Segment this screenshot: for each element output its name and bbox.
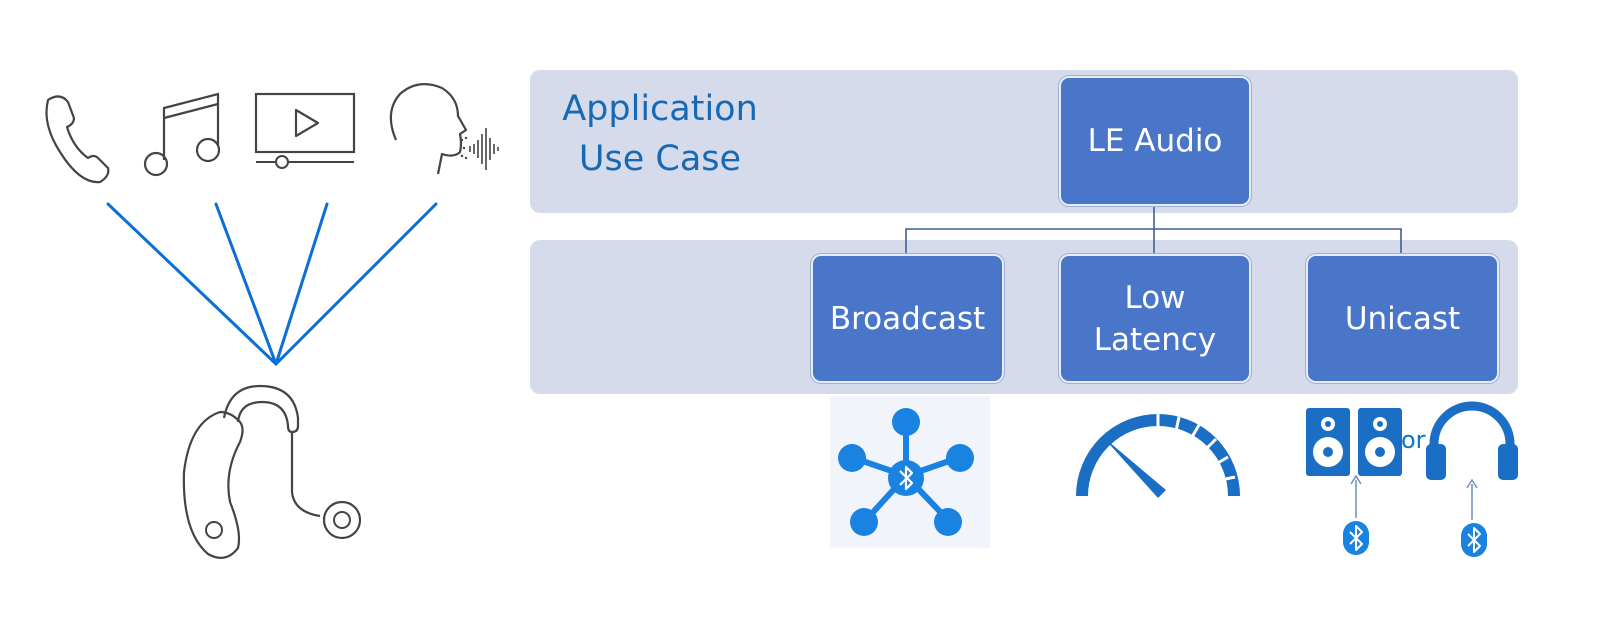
le-audio-box: LE Audio [1059, 76, 1251, 206]
speakers-icon [1306, 408, 1402, 476]
voice-connection-line [274, 202, 438, 366]
band-title: Application Use Case [548, 84, 772, 184]
bluetooth-star-network-icon [838, 408, 974, 536]
speaking-head-icon [389, 83, 499, 175]
low-latency-label-line-1: Low [1124, 279, 1186, 316]
music-connection-line [214, 202, 278, 366]
title-line-1: Application [562, 89, 758, 129]
headphone-bluetooth-arrow [1466, 478, 1478, 520]
title-line-2: Use Case [578, 139, 742, 179]
bluetooth-icon [1461, 523, 1487, 557]
broadcast-box: Broadcast [811, 254, 1004, 383]
connection-lines [106, 202, 438, 366]
hearing-aid-icon [182, 384, 362, 559]
speaker-bluetooth-arrow [1350, 474, 1362, 518]
unicast-box: Unicast [1306, 254, 1499, 383]
music-note-icon [143, 92, 221, 177]
unicast-label: Unicast [1344, 300, 1461, 337]
low-latency-box: Low Latency [1059, 254, 1251, 383]
application-band [530, 70, 1518, 213]
le-audio-label: LE Audio [1087, 123, 1223, 159]
bluetooth-icon [1343, 521, 1369, 555]
video-connection-line [274, 202, 329, 366]
video-player-icon [254, 92, 356, 169]
phone-icon [45, 95, 110, 184]
broadcast-label: Broadcast [829, 300, 986, 337]
low-latency-label-line-2: Latency [1093, 321, 1217, 358]
headphones-icon [1426, 401, 1518, 480]
speedometer-icon [1076, 414, 1240, 498]
or-label: or [1401, 426, 1426, 454]
phone-connection-line [106, 202, 278, 366]
